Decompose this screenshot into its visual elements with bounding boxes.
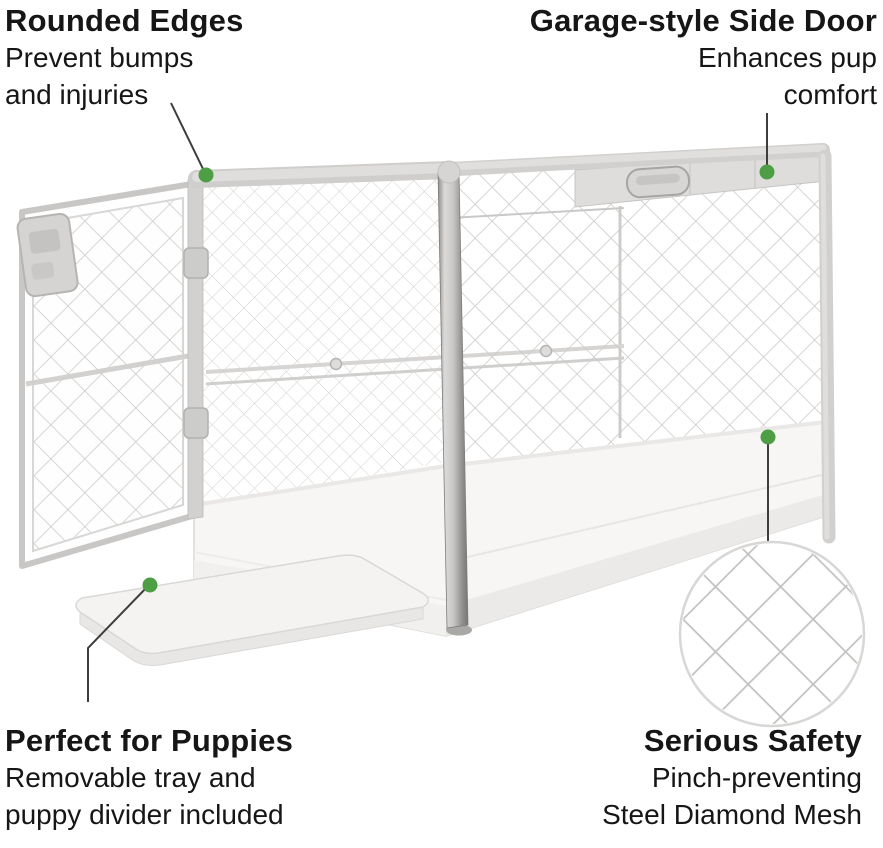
zoom-mesh [682,544,862,724]
side-mesh-panel [449,154,827,467]
door-hinge [183,247,209,279]
marker-dot-rounded-edges [198,167,214,183]
callout-line: Removable tray and [5,762,256,793]
base-groove [445,473,827,563]
marker-dot-side-door [759,164,775,180]
leader-line-puppies [87,583,151,702]
open-door [16,181,195,569]
leader-line-rounded-edges [170,102,205,172]
tray-top [75,554,429,655]
callout-line: Pinch-preventing [651,762,862,793]
rear-right-post-highlight [820,153,830,540]
top-left-rail-highlight [192,163,454,182]
door-mid-rail [25,353,189,387]
callout-line: Enhances pup [697,42,877,73]
callout-puppies: Perfect for Puppies Removable tray and p… [5,722,293,833]
dog-crate [16,143,836,666]
callout-line: comfort [783,79,877,110]
callout-line: puppy divider included [5,799,284,830]
marker-dot-puppies [142,577,158,593]
callout-safety: Serious Safety Pinch-preventing Steel Di… [602,722,862,833]
frame-corner-joint [437,160,461,184]
door-latch [16,212,79,298]
crate-interior-mesh [202,177,446,506]
callout-title: Garage-style Side Door [529,3,877,38]
callout-line: and injuries [5,79,149,110]
mesh-zoom-detail [678,438,866,728]
callout-rounded-edges: Rounded Edges Prevent bumps and injuries [5,2,244,113]
side-panel-seam [449,207,625,219]
callout-title: Perfect for Puppies [5,723,294,758]
callout-title: Serious Safety [643,723,862,758]
divider-joint [329,357,343,371]
callout-side-door: Garage-style Side Door Enhances pup comf… [530,2,877,113]
callout-line: Steel Diamond Mesh [602,799,862,830]
callout-line: Prevent bumps [5,42,194,73]
marker-dot-safety [760,429,776,445]
top-right-rail-highlight [445,144,827,171]
callout-title: Rounded Edges [5,3,244,38]
rear-left-post [187,178,204,520]
door-hinge [183,407,209,439]
base-shadow [446,494,826,636]
garage-door-handle [625,165,691,199]
